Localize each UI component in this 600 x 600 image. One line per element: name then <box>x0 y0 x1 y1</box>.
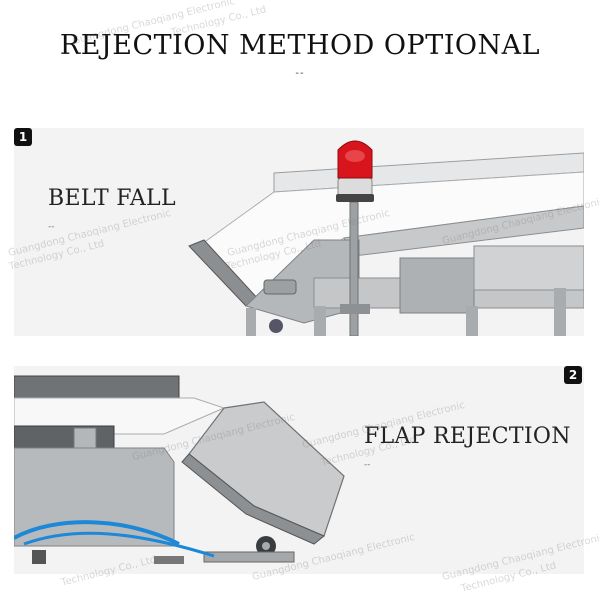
step-badge-1: 1 <box>14 128 32 146</box>
flap-rejection-panel <box>14 366 584 574</box>
flap-rejection-divider: -- <box>364 460 371 470</box>
page-title: REJECTION METHOD OPTIONAL <box>59 30 541 61</box>
flap-rejection-machine-illustration <box>14 375 345 564</box>
title-divider: -- <box>295 68 305 79</box>
belt-fall-divider: -- <box>48 222 55 232</box>
belt-fall-machine-illustration <box>188 140 584 336</box>
flap-rejection-label: FLAP REJECTION <box>364 424 571 449</box>
belt-fall-label: BELT FALL <box>48 186 176 211</box>
step-badge-2: 2 <box>564 366 582 384</box>
belt-fall-panel <box>14 128 584 336</box>
